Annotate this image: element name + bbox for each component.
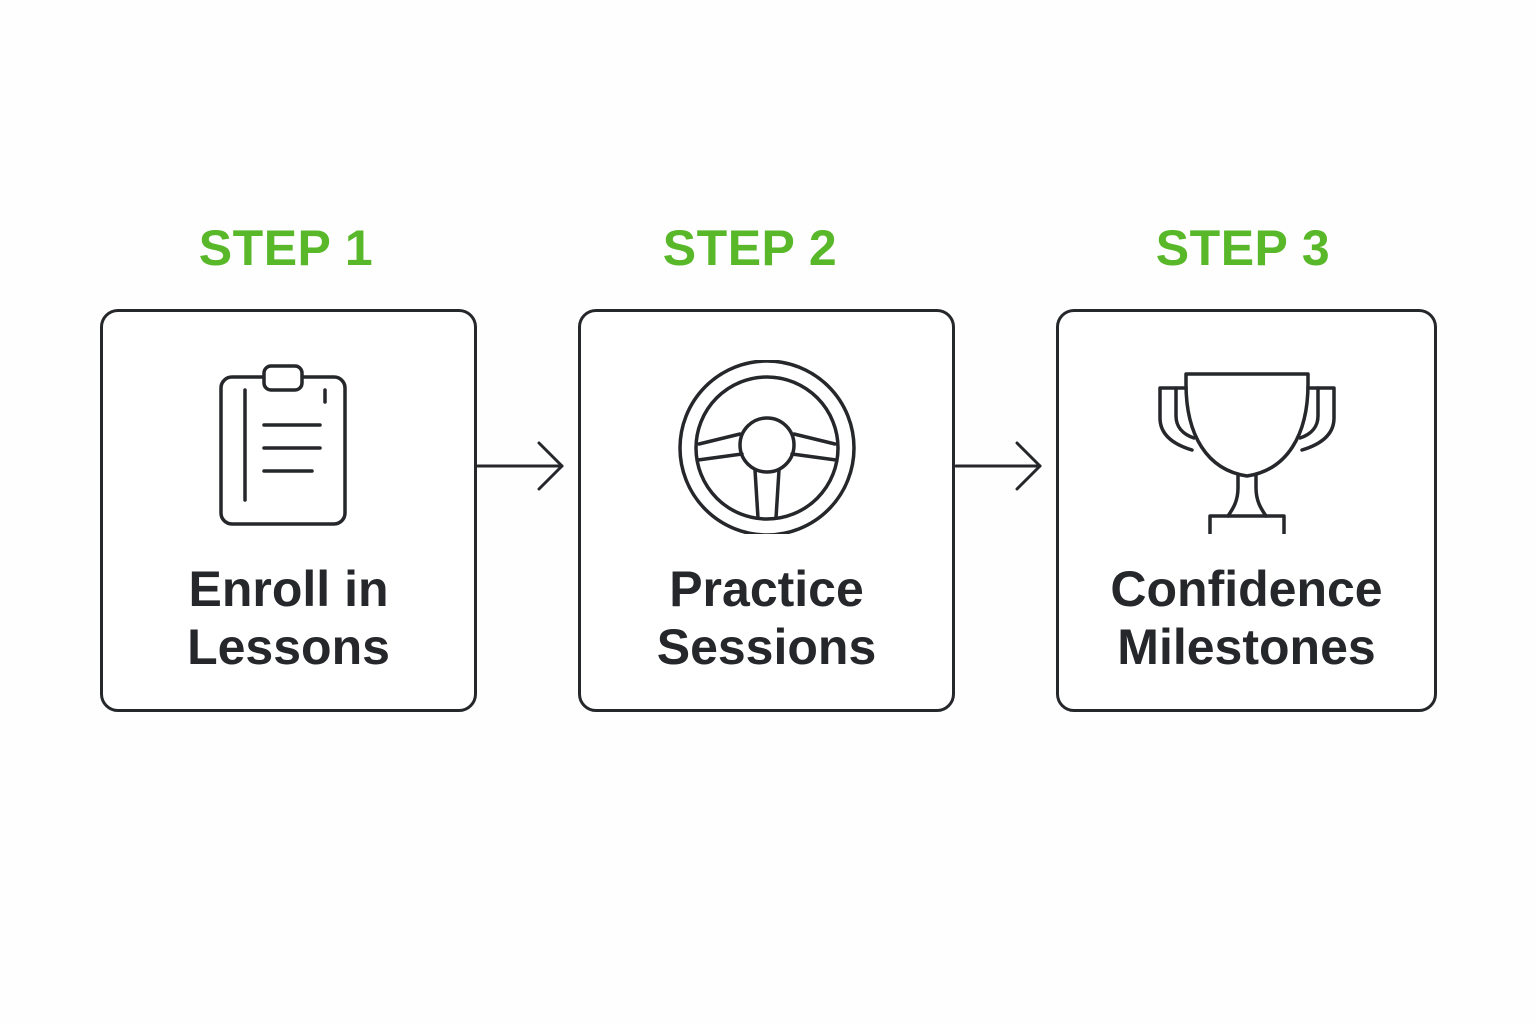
step-1-title: Enroll in Lessons bbox=[103, 560, 474, 676]
trophy-icon bbox=[1157, 372, 1336, 534]
step-3-label: STEP 3 bbox=[1155, 220, 1331, 276]
arrow-right-icon bbox=[955, 441, 1042, 491]
step-3-title-line-2: Milestones bbox=[1117, 619, 1376, 675]
step-1-label: STEP 1 bbox=[198, 220, 374, 276]
step-3-title-line-1: Confidence bbox=[1110, 561, 1383, 617]
step-2-card: Practice Sessions bbox=[578, 309, 955, 712]
step-2-title-line-1: Practice bbox=[669, 561, 864, 617]
clipboard-icon bbox=[218, 364, 347, 526]
step-1-card: Enroll in Lessons bbox=[100, 309, 477, 712]
step-2-title: Practice Sessions bbox=[581, 560, 952, 676]
step-3-card: Confidence Milestones bbox=[1056, 309, 1437, 712]
step-1-title-line-2: Lessons bbox=[187, 619, 390, 675]
step-2-title-line-2: Sessions bbox=[656, 619, 877, 675]
step-1-title-line-1: Enroll in bbox=[188, 561, 389, 617]
step-3-title: Confidence Milestones bbox=[1059, 560, 1434, 676]
arrow-right-icon bbox=[477, 441, 564, 491]
step-2-label: STEP 2 bbox=[662, 220, 838, 276]
steering-wheel-icon bbox=[677, 360, 856, 534]
